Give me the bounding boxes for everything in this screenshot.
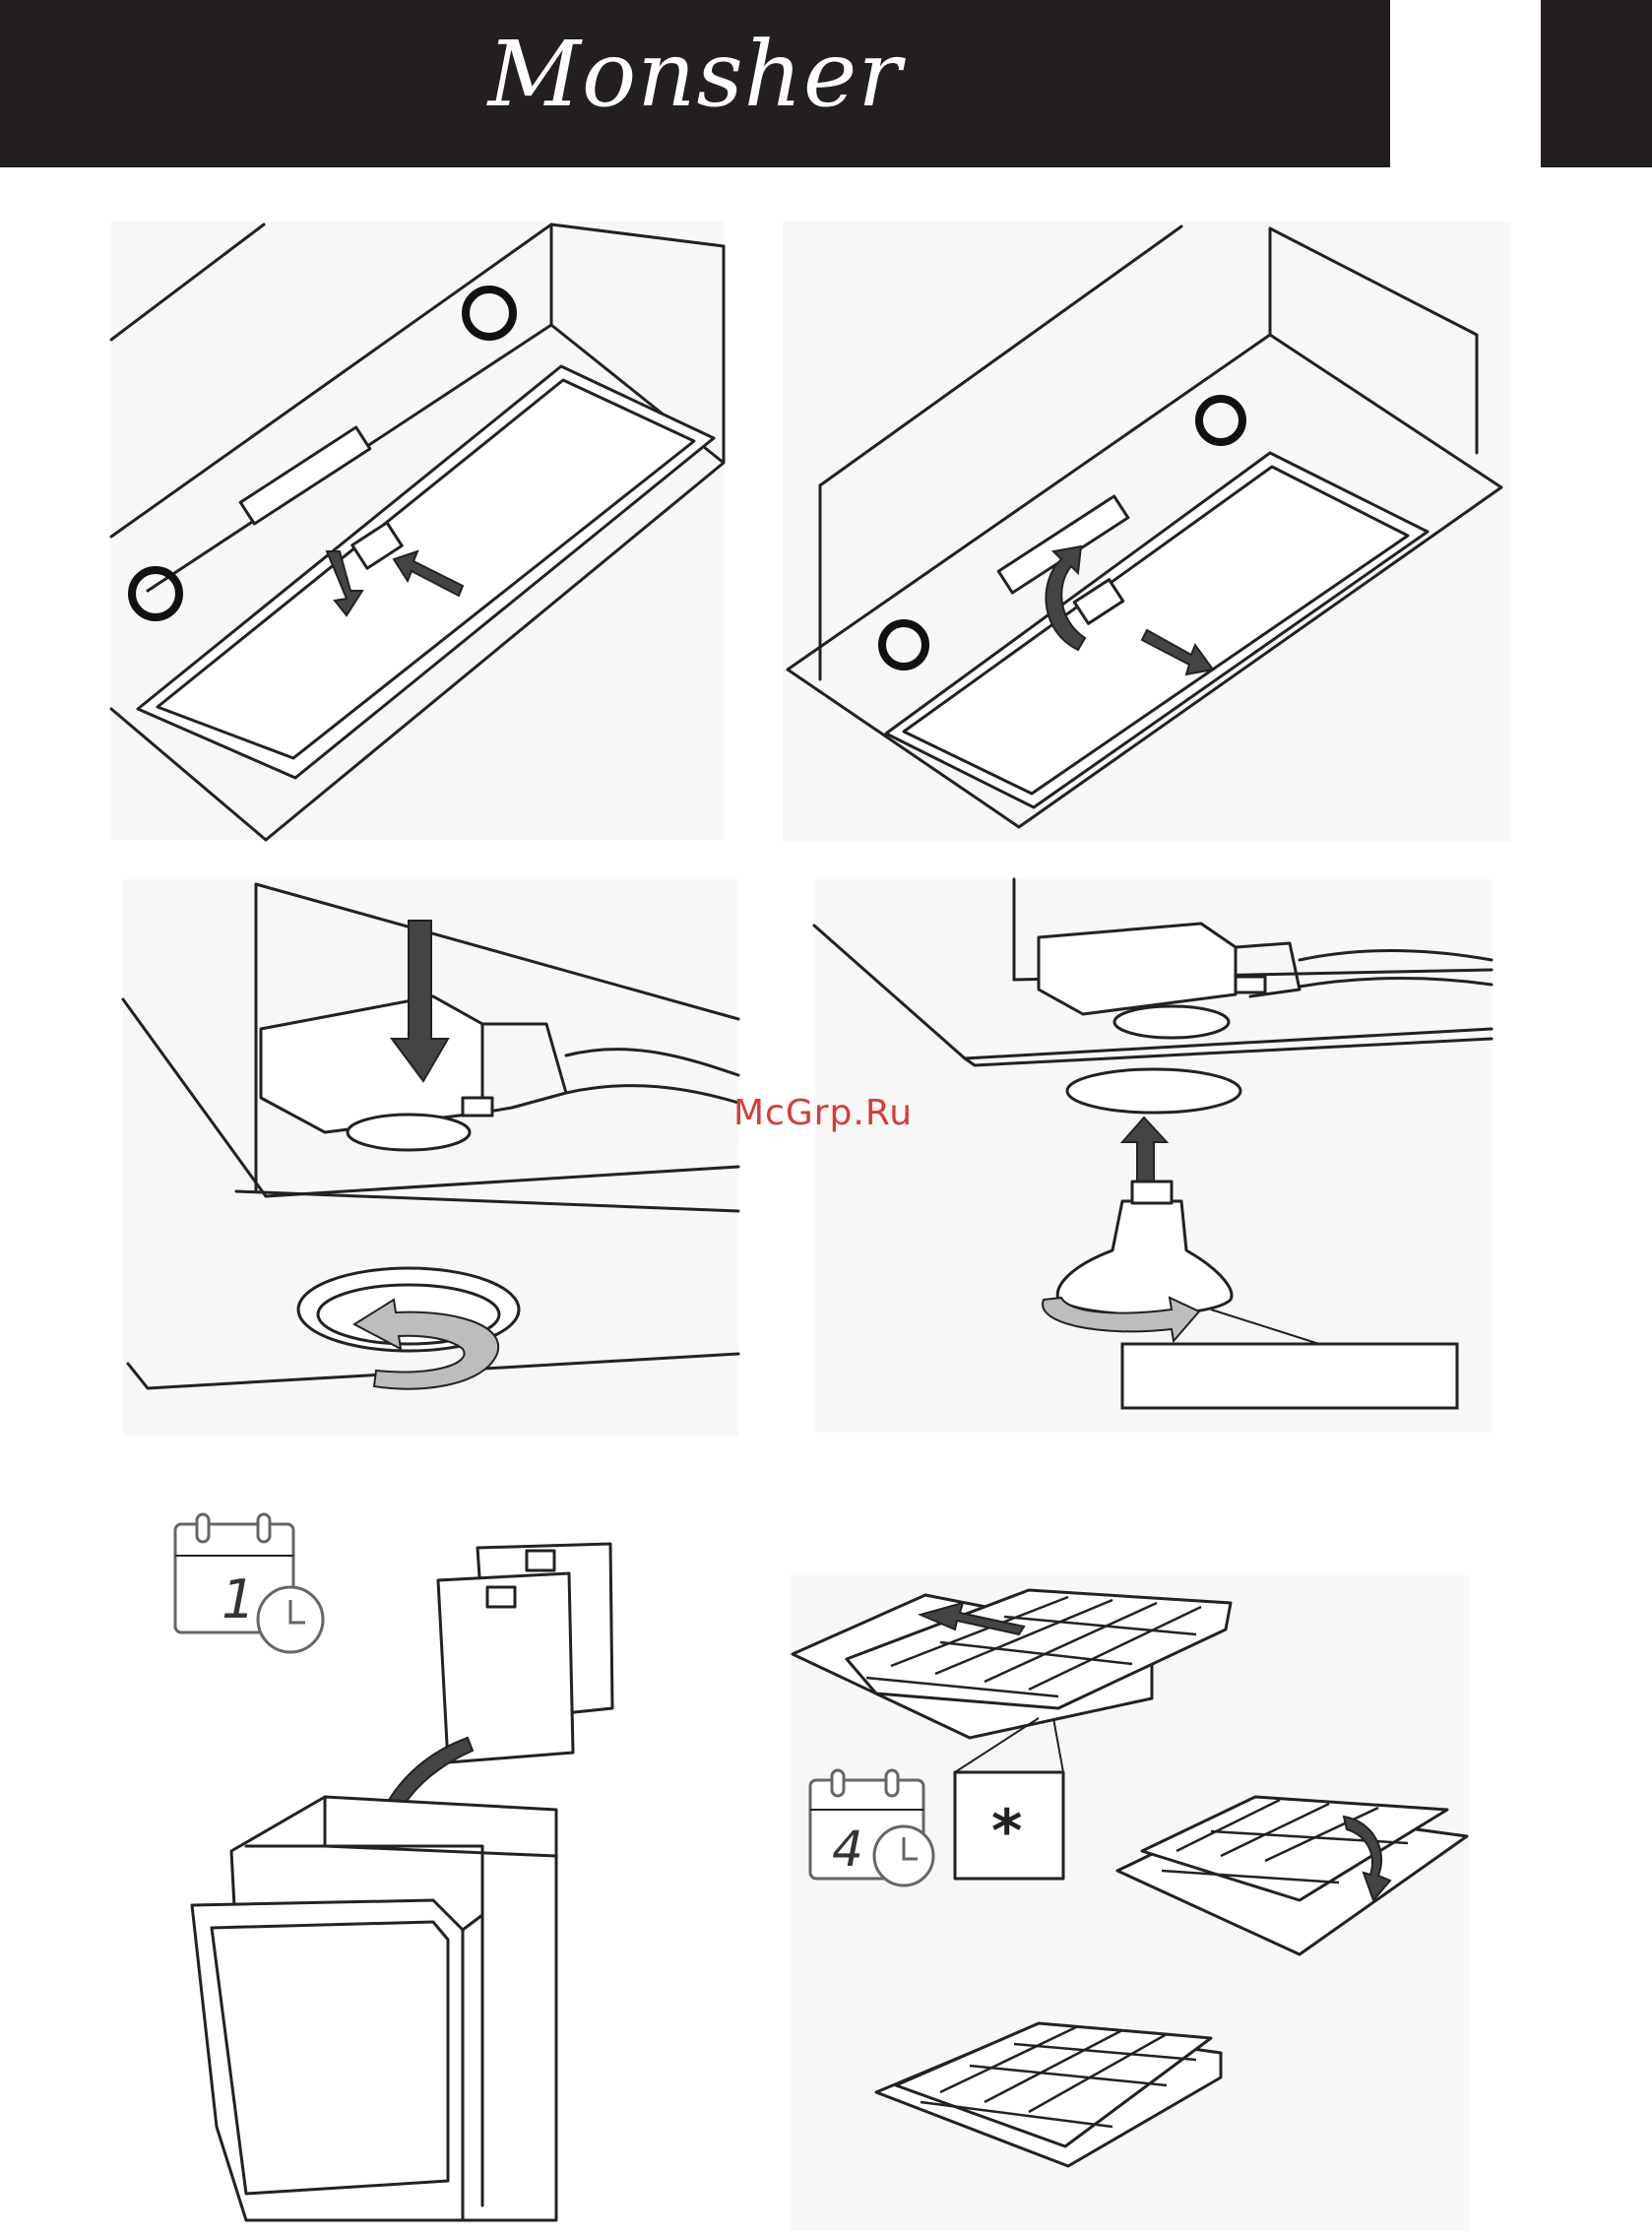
watermark: McGrp.Ru xyxy=(733,1093,913,1133)
figure-lamp-bulb xyxy=(814,879,1492,1433)
figure-carbon-filter: * 4 xyxy=(790,1575,1469,2231)
figure-lamp-cover xyxy=(123,879,738,1436)
note-marker: * xyxy=(991,1797,1022,1866)
figure-dishwasher-cleaning: 1 xyxy=(175,1514,612,2220)
figure-filter-lower xyxy=(783,222,1511,842)
calendar-number: 1 xyxy=(222,1568,255,1630)
calendar-number: 4 xyxy=(832,1821,863,1878)
figure-filter-unlatch xyxy=(111,222,724,840)
